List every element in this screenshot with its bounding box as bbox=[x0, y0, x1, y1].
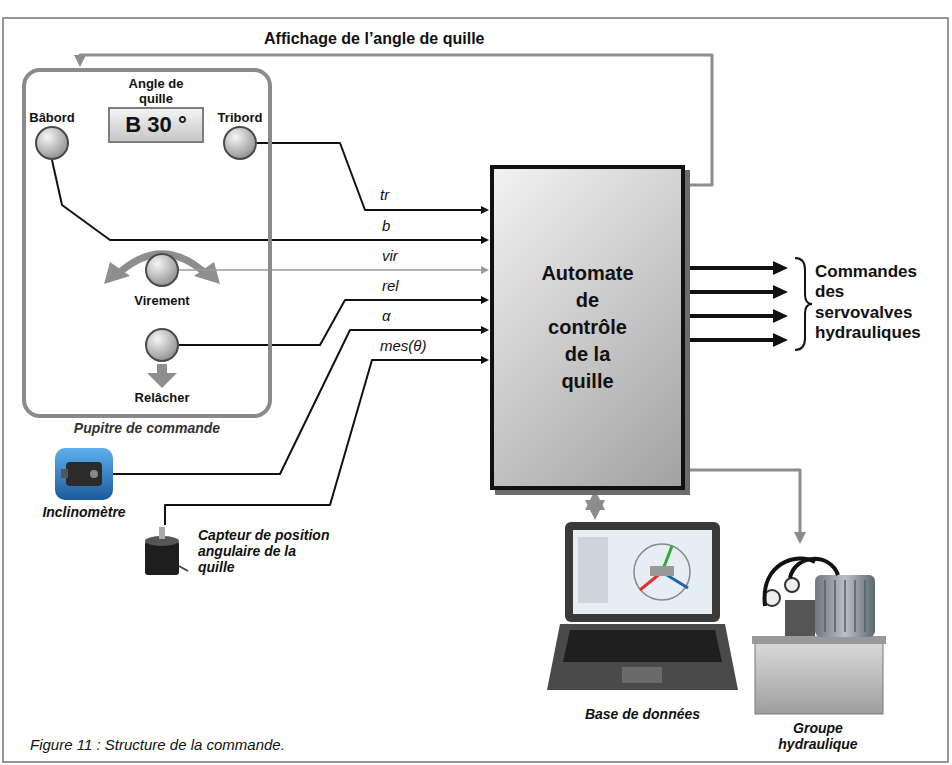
laptop-icon bbox=[650, 566, 674, 576]
inclinometer-icon bbox=[66, 462, 102, 486]
figure-frame bbox=[3, 18, 948, 762]
hydraulic-unit-icon bbox=[752, 558, 886, 714]
figure-caption: Figure 11 : Structure de la commande. bbox=[30, 736, 285, 753]
angle-sensor-icon bbox=[159, 527, 165, 539]
command-arrows bbox=[773, 261, 788, 275]
laptop-icon bbox=[565, 522, 720, 622]
tack-arrow-symbol bbox=[104, 262, 130, 284]
signal-name: rel bbox=[380, 277, 401, 294]
command-arrows bbox=[690, 314, 775, 318]
laptop-icon bbox=[622, 667, 662, 683]
signal-name: b bbox=[380, 217, 392, 234]
database-laptop: Base de données bbox=[545, 520, 740, 700]
laptop-icon bbox=[547, 624, 738, 690]
inclinometer-icon bbox=[55, 448, 113, 500]
release-arrow-symbol bbox=[147, 364, 177, 388]
laptop-icon bbox=[634, 544, 690, 600]
hydraulic-unit-icon bbox=[765, 558, 815, 606]
signal-name: mes(θ) bbox=[378, 337, 428, 354]
push-button: Virement bbox=[145, 253, 179, 287]
controller-box: Automate de contrôle de la quille bbox=[490, 165, 685, 490]
signal-wire bbox=[179, 269, 485, 271]
angle-sensor-icon bbox=[145, 527, 188, 575]
command-arrows bbox=[690, 290, 775, 294]
control-panel: Pupitre de commandeBâbordAngle de quille… bbox=[22, 68, 272, 418]
signal-wire bbox=[179, 300, 485, 345]
display-heading: Angle de quille bbox=[116, 77, 196, 106]
command-arrows bbox=[690, 261, 788, 347]
signal-name: tr bbox=[378, 186, 391, 203]
signal-name: α bbox=[380, 307, 393, 324]
inclinometer-icon bbox=[61, 469, 68, 478]
push-button: Relâcher bbox=[145, 328, 179, 362]
device-label: Base de données bbox=[585, 706, 700, 722]
push-button: Bâbord bbox=[35, 126, 69, 160]
release-arrow-symbol bbox=[157, 364, 167, 373]
curly-brace bbox=[795, 258, 812, 350]
release-arrow-symbol bbox=[147, 373, 177, 388]
angle-sensor-icon bbox=[145, 541, 179, 575]
panel-title: Pupitre de commande bbox=[74, 420, 220, 436]
command-arrows bbox=[773, 309, 788, 323]
laptop-icon bbox=[573, 530, 712, 614]
inclinometer: Inclinomètre bbox=[55, 448, 113, 500]
laptop-icon bbox=[547, 522, 738, 690]
signal-wire bbox=[165, 360, 485, 525]
signal-name: vir bbox=[380, 247, 400, 264]
angle-sensor-icon bbox=[179, 566, 188, 571]
button-label: Relâcher bbox=[135, 390, 190, 405]
laptop-icon bbox=[578, 537, 608, 603]
hydraulic-unit: Groupe hydraulique bbox=[748, 545, 888, 717]
angle-display: Angle de quilleB 30 ° bbox=[108, 107, 204, 143]
button-label: Bâbord bbox=[29, 110, 75, 125]
hydraulic-unit-icon bbox=[825, 580, 865, 632]
flow-arrow bbox=[685, 470, 800, 538]
angle-sensor: Capteur de position angulaire de la quil… bbox=[135, 525, 190, 580]
command-arrows bbox=[773, 333, 788, 347]
tack-arrow-symbol bbox=[194, 262, 220, 284]
command-arrows bbox=[690, 266, 775, 270]
display-value: B 30 ° bbox=[125, 112, 186, 138]
hydraulic-unit-icon bbox=[785, 578, 799, 592]
command-arrows bbox=[690, 338, 775, 342]
command-arrows bbox=[773, 285, 788, 299]
hydraulic-unit-icon bbox=[755, 642, 883, 714]
command-outputs-label: Commandes des servovalves hydrauliques bbox=[815, 262, 933, 344]
button-label: Virement bbox=[134, 293, 189, 308]
hydraulic-unit-icon bbox=[785, 600, 815, 636]
inclinometer-icon bbox=[90, 470, 98, 478]
flow-arrow bbox=[592, 500, 598, 510]
device-label: Groupe hydraulique bbox=[758, 720, 878, 752]
hydraulic-unit-icon bbox=[790, 559, 838, 578]
device-label: Capteur de position angulaire de la quil… bbox=[198, 527, 333, 575]
hydraulic-unit-icon bbox=[815, 575, 875, 637]
push-button: Tribord bbox=[223, 126, 257, 160]
feedback-label: Affichage de l’angle de quille bbox=[262, 30, 486, 48]
button-label: Tribord bbox=[218, 110, 263, 125]
laptop-icon bbox=[563, 630, 722, 662]
device-label: Inclinomètre bbox=[42, 504, 125, 520]
hydraulic-unit-icon bbox=[752, 636, 886, 644]
controller-label: Automate de contrôle de la quille bbox=[539, 260, 637, 395]
signal-wire bbox=[257, 143, 485, 210]
inclinometer-icon bbox=[55, 448, 113, 500]
